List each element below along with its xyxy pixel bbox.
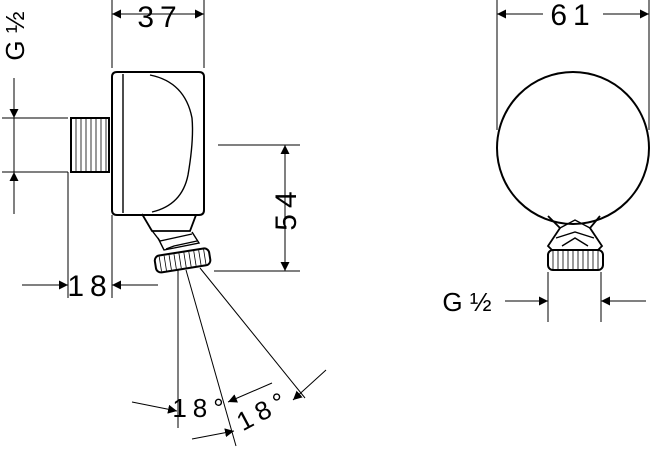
dimension-label-height: 54 (270, 185, 303, 230)
front-view: 61 G ½ (442, 0, 650, 322)
dimension-thread-right: G ½ (442, 272, 646, 322)
swivel-outlet (141, 213, 212, 274)
dimension-label-thread-right: G ½ (442, 287, 491, 317)
dimension-angle-1: 18° (131, 382, 273, 423)
elbow-body (111, 71, 205, 216)
dimension-label-thread-left: G ½ (0, 11, 30, 60)
dimension-height: 54 (214, 144, 303, 272)
swivel-angle-lines (177, 267, 306, 447)
dimension-front-width: 61 (496, 0, 650, 130)
dimension-side-width: 37 (111, 0, 205, 68)
dimension-offset: 18 (22, 172, 158, 303)
thread-connector (70, 117, 110, 173)
dimension-label-angle-2: 18° (231, 383, 296, 436)
dimension-label-front-width: 61 (550, 0, 595, 32)
side-view: 37 G ½ 18 54 (0, 0, 327, 447)
dimension-label-offset: 18 (67, 270, 112, 303)
dimension-label-angle-1: 18° (172, 393, 229, 423)
dimension-label-side-width: 37 (137, 1, 182, 34)
dimension-thread-left: G ½ (0, 11, 68, 214)
front-outlet (546, 215, 604, 271)
round-body (496, 71, 650, 225)
